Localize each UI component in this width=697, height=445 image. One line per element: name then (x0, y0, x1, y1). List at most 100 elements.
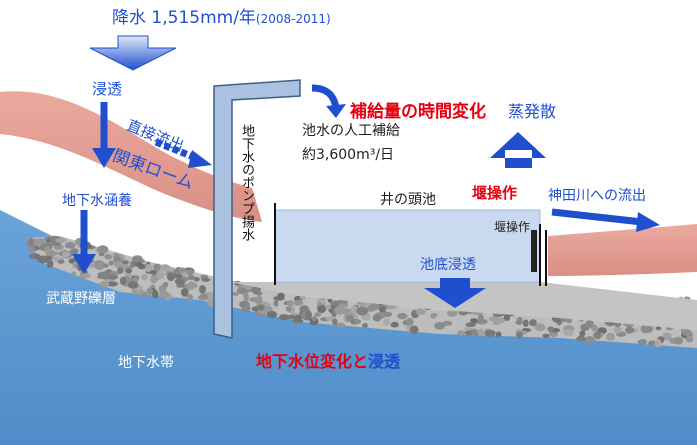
artificial-supply-label: 池水の人工補給 (302, 123, 400, 139)
gravel-stone (285, 306, 292, 312)
gravel-stone (46, 260, 54, 268)
gravel-stone (49, 250, 56, 258)
gravel-stone (113, 260, 124, 268)
gw-level-change-label: 地下水位変化と浸透 (256, 354, 400, 370)
gravel-stone (547, 326, 555, 332)
gravel-stone (415, 308, 426, 315)
gravel-stone (591, 324, 598, 332)
precipitation-period: (2008-2011) (255, 12, 331, 26)
evaporation-label: 蒸発散 (508, 102, 557, 121)
infiltration-arrow-head (92, 148, 116, 168)
gravel-stone (625, 326, 634, 334)
outflow-arrow-head (636, 212, 660, 232)
gravel-stone (34, 254, 41, 260)
gravel-stone (471, 328, 478, 336)
outflow-arrow-shaft (551, 208, 643, 226)
gravel-stone (167, 272, 175, 282)
gravel-stone (304, 311, 312, 319)
pond-water (274, 209, 541, 283)
gravel-stone (585, 319, 594, 328)
gravel-stone (655, 326, 662, 331)
gravel-stone (147, 287, 153, 296)
gravel-stone (108, 274, 118, 280)
recharge-arrow-head (72, 254, 96, 274)
gravel-stone (685, 335, 694, 343)
gravel-stone (125, 267, 131, 273)
outflow-label: 神田川への流出 (548, 188, 646, 204)
weir-operation-small-label: 堰操作 (494, 220, 531, 234)
gravel-stone (64, 242, 76, 249)
gravel-stone (383, 318, 391, 326)
gravel-stone (142, 276, 148, 281)
gravel-under-pond (230, 282, 697, 330)
gravel-stone (484, 329, 496, 337)
groundwater-recharge-label: 地下水涵養 (62, 193, 132, 209)
pond-bottom-arrow (424, 278, 486, 308)
gravel-stone (352, 319, 362, 324)
gravel-stone (410, 325, 419, 334)
gravel-stone (104, 254, 113, 260)
gravel-stone (207, 297, 214, 307)
pond-bottom-infiltration-label: 池底浸透 (420, 257, 476, 273)
gravel-stone (529, 319, 537, 327)
gw-level-change-text: 地下水位変化と (256, 352, 369, 371)
gravel-stone (563, 328, 574, 337)
evaporation-arrow (490, 132, 546, 158)
gravel-stone (278, 314, 290, 321)
gravel-stone (198, 285, 207, 294)
gravel-stone (362, 322, 368, 329)
gravel-stone (311, 316, 318, 322)
gravel-stone (127, 281, 139, 289)
gravel-stone (117, 266, 124, 274)
gravel-stone (654, 339, 662, 348)
gravel-stone (94, 260, 105, 269)
gravel-stone (325, 304, 332, 310)
supply-amount-label: 約3,600m³/日 (302, 147, 395, 163)
gravel-stone (193, 276, 200, 282)
gravel-stone (522, 319, 529, 328)
gravel-stone (178, 267, 187, 273)
gravel-stone (182, 277, 189, 282)
gravel-stone (405, 317, 414, 326)
gravel-stone (594, 331, 602, 340)
gravel-stone (294, 314, 303, 322)
gravel-stone (153, 263, 162, 271)
gravel-stone (317, 305, 327, 314)
gravel-stone (470, 318, 479, 324)
gravel-stone (314, 312, 322, 317)
kanto-loam-band (0, 91, 262, 223)
gravel-stone (367, 301, 380, 311)
gravel-stone (299, 295, 306, 300)
gravel-stone (286, 300, 294, 307)
gravel-stone (97, 245, 109, 254)
gravel-stone (188, 281, 196, 290)
gravel-stone (55, 237, 67, 244)
pump-pipe (213, 79, 301, 339)
gravel-stone (350, 305, 358, 314)
gravel-stone (534, 323, 546, 332)
gravel-stone (431, 312, 438, 318)
gravel-stone (201, 277, 211, 282)
supply-change-label: 補給量の時間変化 (350, 102, 486, 122)
supply-arrow (311, 84, 340, 109)
gravel-stone (515, 320, 523, 325)
gravel-stone (133, 276, 139, 283)
gravel-stone (28, 244, 36, 252)
weir-gate (531, 230, 537, 272)
gravel-stone (187, 269, 194, 276)
gravel-stone (53, 244, 64, 251)
gravel-stone (516, 331, 523, 339)
gravel-stone (256, 304, 265, 311)
gravel-stone (79, 273, 91, 279)
gravel-stone (345, 314, 354, 322)
gravel-stone (71, 271, 77, 277)
musashino-gravel-label: 武蔵野礫層 (46, 291, 116, 307)
gravel-stone (335, 322, 346, 328)
gravel-stone (434, 322, 446, 330)
gravel-stone (103, 263, 109, 268)
groundwater-pump-label: 地下水のポンプ揚水 (239, 124, 254, 241)
gravel-stone (106, 281, 118, 287)
precipitation-amount: 降水 1,515mm/年 (112, 8, 256, 28)
gravel-stone (332, 318, 338, 326)
supply-arrow-head (326, 104, 346, 118)
